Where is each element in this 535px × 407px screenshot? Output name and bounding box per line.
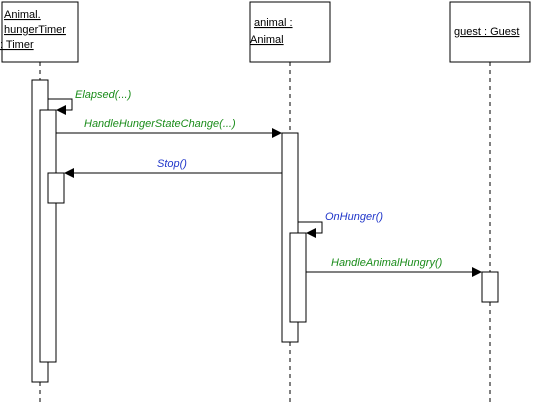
participant-timer-box [1, 1, 79, 63]
message-on-hunger: OnHunger() [298, 211, 383, 238]
message-stop: Stop() [64, 158, 282, 178]
message-elapsed: Elapsed(...) [48, 89, 132, 115]
message-handle-hungry-label: HandleAnimalHungry() [331, 257, 443, 269]
participant-guest: guest : Guest [449, 1, 531, 63]
message-elapsed-arrow [48, 98, 73, 115]
activation-guest-hungry [481, 271, 499, 303]
message-stop-label: Stop() [157, 158, 187, 170]
participant-animal-box [249, 1, 331, 63]
message-elapsed-label: Elapsed(...) [75, 89, 132, 101]
participant-timer-line-3: : Timer [0, 39, 34, 51]
activation-timer-elapsed [39, 109, 57, 363]
participant-timer-line-2: hungerTimer [4, 24, 66, 36]
participant-guest-box [449, 1, 531, 63]
message-handle-hunger: HandleHungerStateChange(...) [56, 118, 282, 138]
participant-timer-line-1: Animal. [4, 9, 41, 21]
participant-guest-line-1: guest : Guest [454, 26, 519, 38]
participant-timer: Animal. hungerTimer : Timer [0, 1, 79, 63]
message-handle-hunger-label: HandleHungerStateChange(...) [84, 118, 236, 130]
message-on-hunger-label: OnHunger() [325, 211, 383, 223]
participant-animal-line-1: animal : [254, 17, 293, 29]
activation-timer-stop [47, 172, 65, 204]
activation-animal-onhunger [289, 232, 307, 323]
message-on-hunger-arrow [298, 221, 323, 238]
message-handle-hungry: HandleAnimalHungry() [306, 257, 482, 277]
participant-animal: animal : Animal [249, 1, 331, 63]
participant-animal-line-2: Animal [250, 34, 284, 46]
